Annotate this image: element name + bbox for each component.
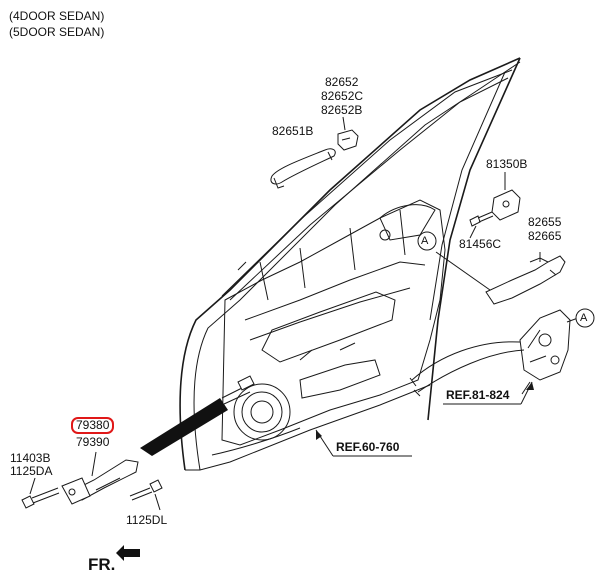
part-79380-highlighted: 79380 <box>71 417 115 434</box>
callout-a-label-1: A <box>421 235 429 247</box>
outside-handle <box>270 148 336 189</box>
part-81456c: 81456C <box>459 237 502 251</box>
door-lock <box>519 309 571 381</box>
part-82651b: 82651B <box>272 124 314 138</box>
vehicle-type-5door: (5DOOR SEDAN) <box>9 25 105 39</box>
door-checker <box>61 459 139 505</box>
ref-81-leader <box>443 381 534 405</box>
part-81350b: 81350B <box>486 157 528 171</box>
vehicle-type-4door: (4DOOR SEDAN) <box>9 9 105 23</box>
part-1125da: 1125DA <box>10 464 53 478</box>
callout-a-label-2: A <box>580 312 588 324</box>
bolt-left <box>21 487 60 509</box>
front-direction-label: FR. <box>88 555 116 574</box>
inside-handle <box>485 255 566 305</box>
part-82652b: 82652B <box>321 103 363 117</box>
part-11403b: 11403B <box>10 451 51 465</box>
part-82652: 82652 <box>325 75 359 89</box>
part-82655: 82655 <box>528 215 562 229</box>
part-82665: 82665 <box>528 229 562 243</box>
ref-60-760: REF.60-760 <box>336 440 400 454</box>
bolt-right <box>129 479 163 501</box>
handle-cover <box>337 129 359 151</box>
checker-leader-wedge <box>140 398 228 456</box>
part-82652c: 82652C <box>321 89 364 103</box>
bolt <box>469 211 494 227</box>
inner-panel <box>221 199 446 446</box>
part-79390: 79390 <box>76 435 110 449</box>
ref-60-leader <box>315 429 412 457</box>
front-direction-arrow <box>116 545 140 561</box>
ref-81-824: REF.81-824 <box>446 388 510 402</box>
part-1125dl: 1125DL <box>126 513 168 527</box>
striker <box>491 189 521 221</box>
door-frame <box>179 57 521 471</box>
callout-a-circle-1 <box>417 231 437 251</box>
callout-a-circle-2 <box>575 308 595 328</box>
